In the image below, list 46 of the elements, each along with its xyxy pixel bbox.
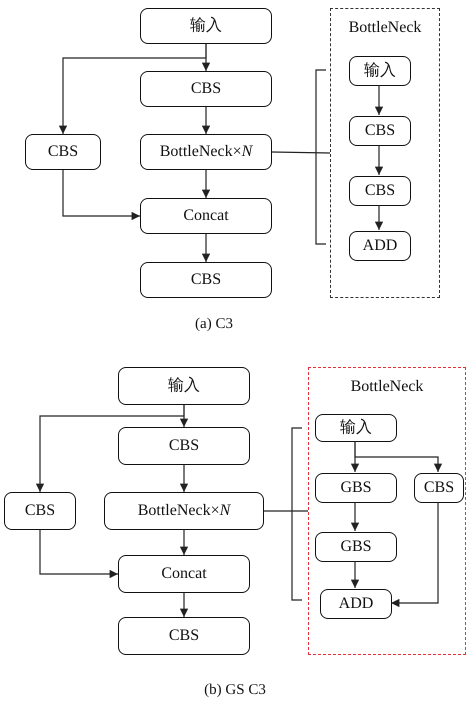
figure-caption: (b) GS C3 bbox=[204, 682, 266, 699]
arrow bbox=[202, 170, 210, 198]
process-box: ADD bbox=[349, 231, 411, 261]
module-title: BottleNeck bbox=[348, 19, 422, 37]
process-box: CBS bbox=[140, 71, 272, 107]
arrow bbox=[350, 502, 360, 531]
arrow bbox=[374, 205, 384, 230]
process-box: CBS bbox=[118, 427, 250, 465]
process-box: ADD bbox=[320, 589, 392, 619]
arrow bbox=[354, 441, 442, 472]
arrow bbox=[58, 44, 207, 134]
arrow bbox=[39, 530, 118, 578]
process-box: CBS bbox=[25, 134, 101, 170]
process-box: 输入 bbox=[349, 56, 411, 86]
arrow bbox=[202, 234, 210, 262]
arrow bbox=[36, 405, 185, 492]
process-box: 输入 bbox=[140, 8, 272, 44]
process-box: Concat bbox=[118, 555, 250, 593]
figure-caption: (a) C3 bbox=[195, 316, 233, 333]
connector-line bbox=[264, 510, 308, 512]
arrow bbox=[374, 145, 384, 175]
arrow bbox=[202, 107, 210, 134]
process-box: GBS bbox=[315, 532, 397, 562]
dashed-module-frame bbox=[330, 8, 440, 298]
process-box: CBS bbox=[349, 176, 411, 206]
process-box: Concat bbox=[140, 198, 272, 234]
arrow bbox=[180, 593, 188, 617]
module-title: BottleNeck bbox=[350, 378, 424, 396]
arrow bbox=[62, 170, 140, 220]
dashed-module-frame bbox=[308, 367, 466, 655]
process-box: 输入 bbox=[315, 414, 397, 442]
process-box: 输入 bbox=[118, 367, 250, 405]
process-box: CBS bbox=[140, 262, 272, 298]
process-box: GBS bbox=[315, 473, 397, 503]
process-box: CBS bbox=[349, 116, 411, 146]
process-box: BottleNeck×N bbox=[140, 134, 272, 170]
process-box: BottleNeck×N bbox=[104, 492, 264, 530]
arrow bbox=[180, 465, 188, 492]
arrow bbox=[180, 530, 188, 555]
process-box: CBS bbox=[414, 473, 464, 503]
process-box: CBS bbox=[4, 492, 76, 530]
arrow bbox=[374, 85, 384, 115]
arrow bbox=[391, 502, 439, 608]
connector-line bbox=[272, 151, 330, 154]
arrow bbox=[350, 561, 360, 588]
process-box: CBS bbox=[118, 617, 250, 655]
